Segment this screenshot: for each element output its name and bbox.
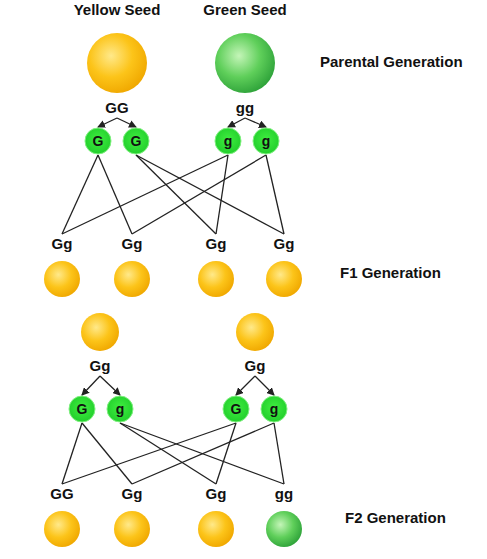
gamete-circle: G (222, 395, 250, 423)
cross-line (132, 423, 274, 484)
seed-title: Green Seed (203, 0, 286, 20)
gamete-fill (261, 396, 287, 422)
seed-illustration (43, 510, 81, 548)
allele-label: G (84, 127, 112, 155)
cross-line (266, 155, 284, 234)
cross-line (120, 423, 284, 484)
gamete-circle: G (68, 395, 96, 423)
gamete-arrow (82, 376, 100, 395)
genotype-label: Gg (52, 234, 73, 254)
genotype-label: Gg (245, 356, 266, 376)
f1-parent-seed: Gg (75, 312, 125, 376)
allele-label: g (252, 127, 280, 155)
offspring-seed: Gg (191, 484, 241, 548)
genotype-label: gg (275, 484, 293, 504)
cross-line (274, 423, 284, 484)
gamete-fill (223, 396, 249, 422)
genotype-label: Gg (122, 484, 143, 504)
seed-illustration (113, 510, 151, 548)
allele-label: g (106, 395, 134, 423)
gamete-fill (253, 128, 279, 154)
gamete-circle: g (106, 395, 134, 423)
allele-label: g (214, 127, 242, 155)
cross-line (98, 155, 132, 234)
allele-label: G (68, 395, 96, 423)
parent-seed: Green Seed gg (185, 0, 305, 118)
generation-label: F2 Generation (345, 509, 446, 526)
seed-circle (215, 33, 275, 93)
genotype-label: GG (50, 484, 73, 504)
allele-label: G (122, 127, 150, 155)
gamete-circle: G (84, 127, 112, 155)
genotype-label: Gg (206, 484, 227, 504)
cross-line (62, 423, 236, 484)
cross-line (62, 155, 228, 234)
seed-illustration (197, 510, 235, 548)
genotype-label: gg (236, 98, 254, 118)
gamete-arrow (100, 376, 120, 395)
seed-circle (266, 511, 302, 547)
gamete-arrow (236, 376, 255, 395)
f1-parent-seed: Gg (230, 312, 280, 376)
gamete-circle: G (122, 127, 150, 155)
parent-seed: Yellow SeedGG (57, 0, 177, 118)
genotype-label: Gg (206, 234, 227, 254)
offspring-seed: Gg (191, 234, 241, 298)
cross-line (132, 155, 266, 234)
seed-illustration (235, 312, 275, 352)
cross-line (62, 155, 98, 234)
seed-illustration (197, 260, 235, 298)
seed-illustration (214, 32, 276, 94)
seed-illustration (80, 312, 120, 352)
cross-line (62, 423, 82, 484)
cross-line (216, 423, 236, 484)
genotype-label: Gg (90, 356, 111, 376)
seed-illustration (265, 510, 303, 548)
gamete-fill (107, 396, 133, 422)
cross-line (136, 155, 284, 234)
offspring-seed: Gg (37, 234, 87, 298)
seed-illustration (113, 260, 151, 298)
gamete-fill (69, 396, 95, 422)
gamete-fill (85, 128, 111, 154)
seed-circle (198, 261, 234, 297)
gamete-arrow (98, 118, 117, 127)
seed-circle (236, 313, 274, 351)
gamete-arrow (255, 376, 274, 395)
offspring-seed: Gg (259, 234, 309, 298)
seed-illustration (43, 260, 81, 298)
seed-illustration (265, 260, 303, 298)
seed-title: Yellow Seed (74, 0, 161, 20)
gamete-circle: g (252, 127, 280, 155)
genotype-label: GG (105, 98, 128, 118)
seed-circle (44, 511, 80, 547)
gamete-arrow (117, 118, 136, 127)
generation-label: Parental Generation (320, 53, 463, 70)
genotype-label: Gg (274, 234, 295, 254)
generation-label: F1 Generation (340, 264, 441, 281)
gamete-circle: g (214, 127, 242, 155)
allele-label: g (260, 395, 288, 423)
gamete-fill (123, 128, 149, 154)
gamete-fill (215, 128, 241, 154)
allele-label: G (222, 395, 250, 423)
genotype-label: Gg (122, 234, 143, 254)
seed-circle (44, 261, 80, 297)
seed-illustration (86, 32, 148, 94)
offspring-seed: Gg (107, 484, 157, 548)
seed-circle (87, 33, 147, 93)
gamete-arrow (245, 118, 266, 127)
seed-circle (114, 511, 150, 547)
offspring-seed: GG (37, 484, 87, 548)
offspring-seed: gg (259, 484, 309, 548)
seed-circle (81, 313, 119, 351)
seed-circle (266, 261, 302, 297)
seed-circle (198, 511, 234, 547)
offspring-seed: Gg (107, 234, 157, 298)
seed-circle (114, 261, 150, 297)
cross-line (216, 155, 228, 234)
gamete-circle: g (260, 395, 288, 423)
gamete-arrow (228, 118, 245, 127)
